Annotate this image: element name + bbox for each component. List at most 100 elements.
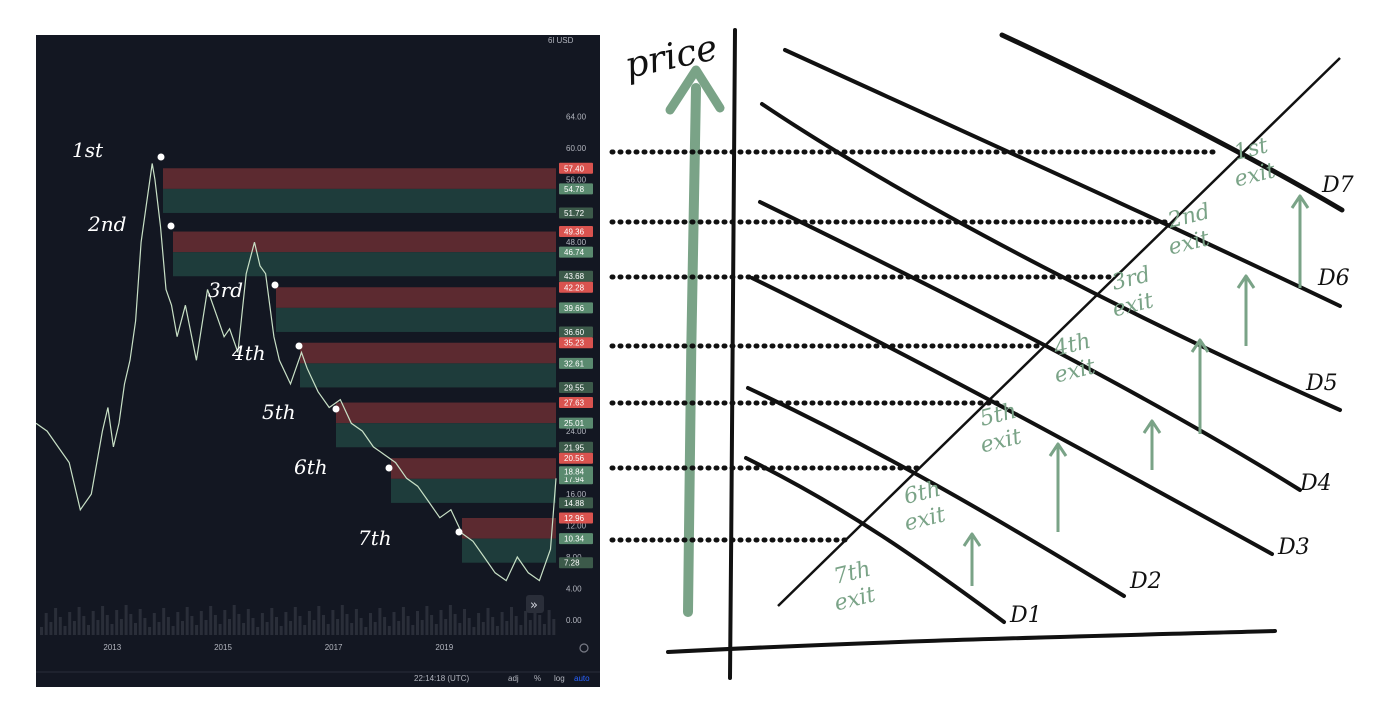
adj-toggle[interactable]: adj xyxy=(508,674,519,683)
volume-bar xyxy=(54,608,58,635)
volume-bar xyxy=(166,617,170,635)
volume-bar xyxy=(91,611,95,635)
volume-bar xyxy=(134,623,137,635)
y-tick-label: 0.00 xyxy=(566,616,582,625)
volume-bar xyxy=(552,619,556,635)
volume-bar xyxy=(143,618,147,635)
volume-bar xyxy=(392,612,396,635)
entry-marker xyxy=(295,342,303,350)
demand-curve-D1 xyxy=(744,456,1006,624)
volume-bar xyxy=(477,613,481,635)
volume-bar xyxy=(340,605,344,635)
volume-bar xyxy=(40,627,43,635)
entry-marker xyxy=(157,153,165,161)
volume-bar xyxy=(246,609,250,635)
settings-icon[interactable] xyxy=(579,643,589,653)
volume-bar xyxy=(138,609,142,635)
volume-bar xyxy=(383,617,387,635)
demand-curve-D7 xyxy=(999,32,1345,213)
volume-bar xyxy=(472,627,476,635)
target-price-tag: 14.88 xyxy=(559,497,593,509)
volume-bar xyxy=(303,625,307,635)
up-arrow-head xyxy=(1048,442,1068,457)
stop-price-tag: 57.40 xyxy=(559,162,593,174)
demand-curve-D5 xyxy=(760,102,1342,412)
last-price-tag: 18.84 xyxy=(559,466,593,478)
demand-curve-D6 xyxy=(783,48,1342,308)
volume-bar xyxy=(448,605,452,635)
volume-bar xyxy=(87,625,90,635)
volume-bar xyxy=(430,615,434,635)
volume-bar xyxy=(326,624,330,635)
volume-bar xyxy=(538,615,542,635)
volume-bar xyxy=(495,626,499,635)
volume-bar xyxy=(364,627,368,635)
entry-label-2nd: 2nd xyxy=(87,212,126,236)
entry-marker xyxy=(271,281,279,289)
volume-bar xyxy=(68,612,72,635)
volume-bar xyxy=(322,615,325,635)
volume-bar xyxy=(185,607,189,635)
volume-bar xyxy=(72,621,76,635)
volume-bar xyxy=(119,619,123,635)
volume-bar xyxy=(289,621,293,635)
volume-bar xyxy=(260,613,264,635)
volume-bar xyxy=(336,619,340,635)
volume-bar xyxy=(463,609,466,635)
demand-curve-D2 xyxy=(746,386,1126,598)
entry-label-5th: 5th xyxy=(262,400,296,424)
zones-layer xyxy=(163,168,556,563)
volume-bar xyxy=(265,622,269,635)
y-axis xyxy=(728,28,737,680)
volume-bar xyxy=(491,617,495,635)
volume-bar xyxy=(350,623,354,635)
volume-bar xyxy=(528,620,532,635)
entry-price-tag-text: 25.01 xyxy=(564,419,585,428)
entry-price-tag: 54.78 xyxy=(559,183,593,195)
last-price-tag-text: 18.84 xyxy=(564,468,585,477)
scroll-to-realtime-button[interactable]: » xyxy=(526,595,544,613)
target-price-tag: 21.95 xyxy=(559,441,593,453)
volume-bar xyxy=(505,621,509,635)
volume-bar xyxy=(96,620,100,635)
volume-bar xyxy=(420,620,424,635)
stop-zone-1st xyxy=(163,168,556,189)
target-zone-6th xyxy=(391,478,556,503)
volume-bar xyxy=(228,619,231,635)
target-zone-1st xyxy=(163,188,556,213)
x-axis xyxy=(666,629,1277,654)
target-zone-7th xyxy=(462,538,556,563)
percent-toggle[interactable]: % xyxy=(534,674,541,683)
demand-label-D4: D4 xyxy=(1299,471,1332,496)
demand-label-D7: D7 xyxy=(1321,173,1354,198)
volume-bar xyxy=(467,618,471,635)
target-price-tag-text: 29.55 xyxy=(564,383,585,392)
price-series-line xyxy=(36,163,557,582)
volume-bar xyxy=(411,625,415,635)
volume-bar xyxy=(401,607,405,635)
price-up-arrow-head xyxy=(665,65,725,115)
entry-price-tag-text: 54.78 xyxy=(564,185,585,194)
log-toggle[interactable]: log xyxy=(554,674,565,683)
volume-bar xyxy=(275,617,278,635)
stop-price-tag-text: 27.63 xyxy=(564,399,585,408)
y-tick-label: 12.00 xyxy=(566,522,587,531)
volume-bar xyxy=(434,624,438,635)
target-zone-5th xyxy=(336,423,556,448)
stop-price-tag-text: 20.56 xyxy=(564,454,585,463)
stop-price-tag-text: 49.36 xyxy=(564,228,585,237)
stop-zone-7th xyxy=(462,518,556,539)
entry-price-tag-text: 17.94 xyxy=(564,475,585,484)
entry-marker xyxy=(455,528,463,536)
entry-price-tag: 39.66 xyxy=(559,302,593,314)
volume-bar xyxy=(354,609,358,635)
volume-bar xyxy=(500,612,504,635)
auto-toggle[interactable]: auto xyxy=(574,674,590,683)
currency-label: 6l USD xyxy=(548,36,574,45)
stop-zone-2nd xyxy=(173,231,556,253)
